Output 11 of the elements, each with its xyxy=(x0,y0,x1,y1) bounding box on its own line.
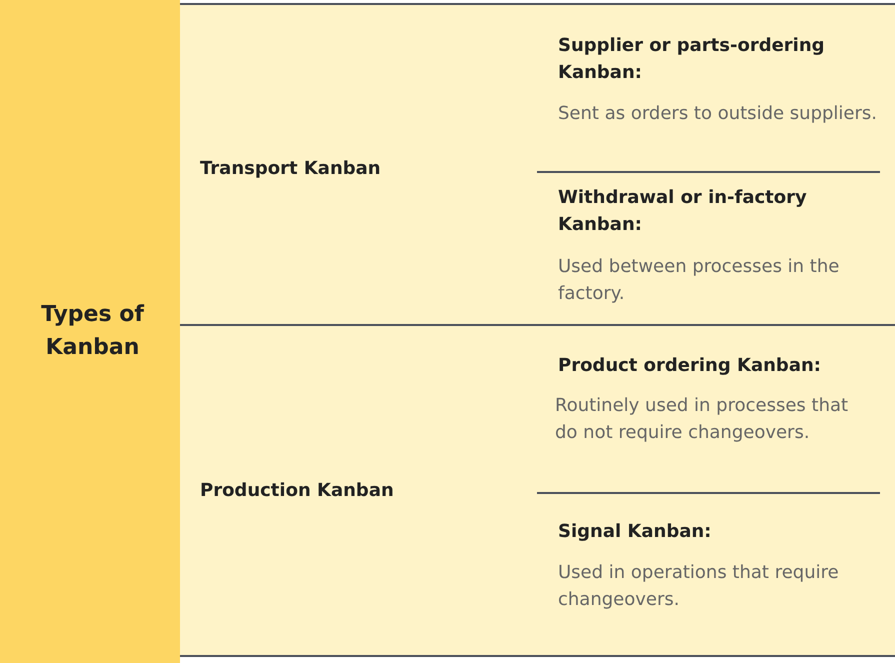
cell-heading: Signal Kanban: xyxy=(558,520,712,544)
cell-heading: Production Kanban xyxy=(200,479,395,503)
cell-text: Used between processes in the factory. xyxy=(558,255,840,306)
cell-heading: Product ordering Kanban: xyxy=(558,354,822,378)
cell-text: Used in operations that require changeovers. xyxy=(558,561,840,612)
cell-text: Routinely used in processes that do not require changeovers. xyxy=(555,394,850,445)
cell-heading: Transport Kanban xyxy=(200,157,382,181)
cell-text: Sent as orders to outside suppliers. xyxy=(558,102,878,126)
cell-heading: Supplier or parts-ordering Kanban: xyxy=(558,34,826,85)
category-heading: Types of Kanban xyxy=(40,301,146,362)
cell-heading: Withdrawal or in-factory Kanban: xyxy=(558,186,808,237)
